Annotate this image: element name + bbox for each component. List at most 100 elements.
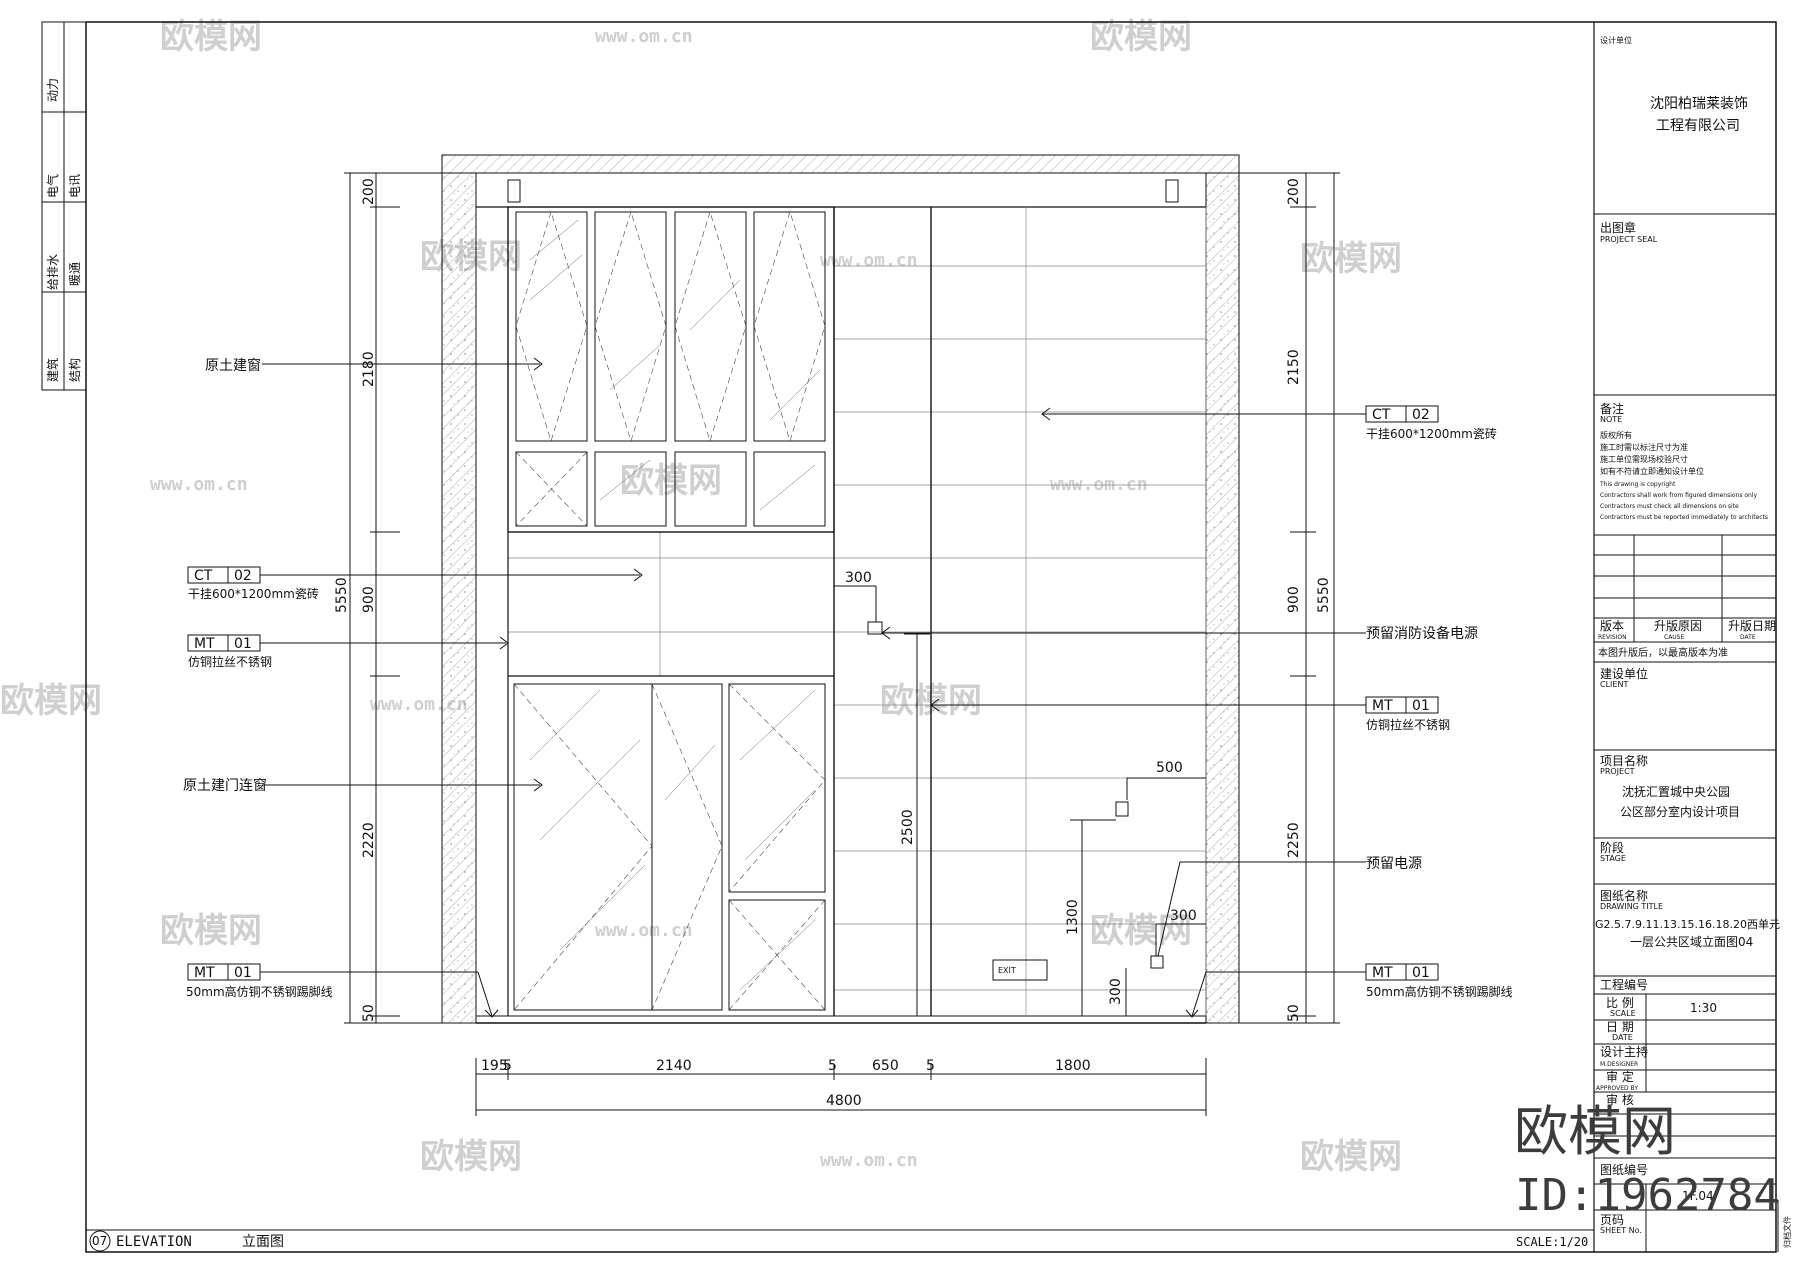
- tb-drawing-title: 图纸名称: [1600, 888, 1648, 903]
- tb-rev-col-en: REVISION: [1598, 634, 1627, 641]
- callout-desc: 仿铜拉丝不锈钢: [188, 654, 272, 669]
- callout-num: 02: [234, 568, 252, 584]
- dim-right: 2150: [1286, 349, 1302, 385]
- tb-project-en: PROJECT: [1600, 767, 1635, 776]
- tb-page: 页码: [1600, 1213, 1624, 1227]
- tb-project-line1: 沈抚汇置城中央公园: [1622, 784, 1730, 799]
- tb-company-line2: 工程有限公司: [1656, 118, 1740, 134]
- dim-bottom: 650: [872, 1058, 899, 1074]
- watermark-id: ID:1962784: [1515, 1170, 1780, 1221]
- tb-drawing-line1: G2.5.7.9.11.13.15.16.18.20西单元: [1595, 918, 1780, 931]
- exit-sign: [992, 959, 1048, 981]
- tb-note-line: 如有不符请立即通知设计单位: [1600, 466, 1704, 476]
- tb-note-en-line: Contractors must check all dimensions on…: [1600, 503, 1739, 510]
- tb-rev-note: 本图升版后，以最高版本为准: [1598, 646, 1728, 659]
- strip-label: 给排水: [46, 254, 60, 290]
- tb-stage: 阶段: [1600, 840, 1624, 855]
- callout-num: 01: [234, 636, 252, 652]
- tb-rev-col: 升版日期: [1728, 619, 1776, 633]
- callout-num: 01: [1412, 965, 1430, 981]
- dim-bottom: 1800: [1055, 1058, 1091, 1074]
- left-callouts: 原土建窗 CT 02 干挂600*1200mm瓷砖 MT 01 仿铜拉丝不锈钢 …: [183, 357, 643, 1018]
- watermark-url: www.om.cn: [150, 474, 248, 495]
- dim-inner: 500: [1156, 760, 1183, 776]
- dim-left: 50: [361, 1004, 377, 1022]
- callout-code: MT: [194, 636, 215, 652]
- tb-designer: 设计主持: [1600, 1044, 1648, 1059]
- left-dimension-chain: [344, 172, 442, 1024]
- dim-right: 2250: [1286, 822, 1302, 858]
- fire-power-outlet: [867, 621, 883, 635]
- tb-job-no: 工程编号: [1600, 977, 1648, 992]
- callout-code: CT: [1372, 407, 1391, 423]
- power-outlet: [1115, 801, 1129, 817]
- view-title-en: ELEVATION: [116, 1234, 192, 1250]
- watermark-brand: 欧模网: [160, 911, 262, 951]
- dim-right-total: 5550: [1316, 577, 1332, 613]
- right-dimension-chain: [1239, 172, 1340, 1024]
- sheet-footer: 07 ELEVATION 立面图 SCALE:1/20: [89, 1230, 1588, 1252]
- dim-bottom: 5: [503, 1058, 512, 1074]
- dim-inner: 300: [1170, 908, 1197, 924]
- watermark-url: www.om.cn: [820, 1150, 918, 1171]
- callout-door-window: 原土建门连窗: [183, 777, 267, 794]
- discipline-strip: 动力 电气 电讯 给排水 暖通 建筑 结构: [41, 21, 87, 391]
- watermark-big-brand: 欧模网: [1514, 1100, 1676, 1163]
- callout-desc: 干挂600*1200mm瓷砖: [188, 586, 319, 601]
- watermark-brand: 欧模网: [1300, 1137, 1402, 1177]
- watermark-url: www.om.cn: [595, 920, 693, 941]
- dim-left: 2220: [361, 822, 377, 858]
- watermark-url: www.om.cn: [1050, 474, 1148, 495]
- strip-label: 暖通: [68, 262, 82, 286]
- tb-client-en: CLIENT: [1600, 680, 1628, 689]
- wall-structure: [441, 154, 1240, 1024]
- tb-scale-label: 比 例: [1606, 996, 1634, 1010]
- callout-desc: 50mm高仿铜不锈钢踢脚线: [186, 984, 333, 999]
- dim-left: 900: [361, 586, 377, 613]
- tile-grid: [508, 207, 1207, 1016]
- right-callouts: CT 02 干挂600*1200mm瓷砖 预留消防设备电源 MT 01 仿铜拉丝…: [881, 405, 1513, 1018]
- tb-sheet-no-value: 1F.04: [1682, 1189, 1714, 1203]
- dim-bottom-total: 4800: [826, 1093, 862, 1109]
- original-door-window: [513, 683, 826, 1011]
- callout-window: 原土建窗: [205, 357, 261, 374]
- view-scale: SCALE:1/20: [1516, 1235, 1588, 1249]
- strip-label: 建筑: [45, 358, 60, 382]
- bottom-watermark: 欧模网 ID:1962784: [1514, 1100, 1780, 1221]
- strip-label: 电气: [45, 174, 60, 198]
- view-title-cn: 立面图: [242, 1234, 284, 1250]
- tb-date-label: 日 期: [1606, 1020, 1634, 1034]
- original-window: [507, 206, 835, 533]
- dim-right: 900: [1286, 586, 1302, 613]
- callout-desc: 50mm高仿铜不锈钢踢脚线: [1366, 984, 1513, 999]
- tb-stage-en: STAGE: [1600, 854, 1626, 863]
- strip-label: 结构: [67, 358, 82, 382]
- tb-date-en: DATE: [1612, 1033, 1633, 1042]
- dim-bottom: 195: [481, 1058, 508, 1074]
- bottom-dimension-chain: [475, 1058, 1207, 1116]
- tb-project: 项目名称: [1600, 753, 1648, 768]
- callout-code: CT: [194, 568, 213, 584]
- tb-scale-value: 1:30: [1690, 1001, 1717, 1015]
- callout-desc: 仿铜拉丝不锈钢: [1366, 717, 1450, 732]
- watermark-brand: 欧模网: [420, 1137, 522, 1177]
- callout-code: MT: [1372, 698, 1393, 714]
- tb-project-line2: 公区部分室内设计项目: [1620, 804, 1740, 819]
- tb-note-line: 版权所有: [1600, 430, 1632, 440]
- tb-design-unit: 设计单位: [1600, 35, 1632, 45]
- dim-bottom: 5: [828, 1058, 837, 1074]
- callout-desc: 干挂600*1200mm瓷砖: [1366, 426, 1497, 441]
- callout-fire-power: 预留消防设备电源: [1366, 625, 1478, 642]
- watermark-brand: 欧模网: [620, 461, 722, 501]
- tb-seal-en: PROJECT SEAL: [1600, 235, 1658, 244]
- view-number: 07: [92, 1234, 107, 1248]
- tb-notes-en: NOTE: [1600, 415, 1622, 424]
- tb-rev-col: 版本: [1600, 619, 1624, 633]
- power-outlet-low: [1150, 955, 1164, 969]
- title-block: 设计单位 沈阳柏瑞莱装饰 工程有限公司 出图章 PROJECT SEAL 备注 …: [1594, 35, 1792, 1252]
- dim-left: 2180: [361, 351, 377, 387]
- callout-code: MT: [1372, 965, 1393, 981]
- tb-drawing-line2: 一层公共区域立面图04: [1630, 934, 1753, 949]
- callout-num: 02: [1412, 407, 1430, 423]
